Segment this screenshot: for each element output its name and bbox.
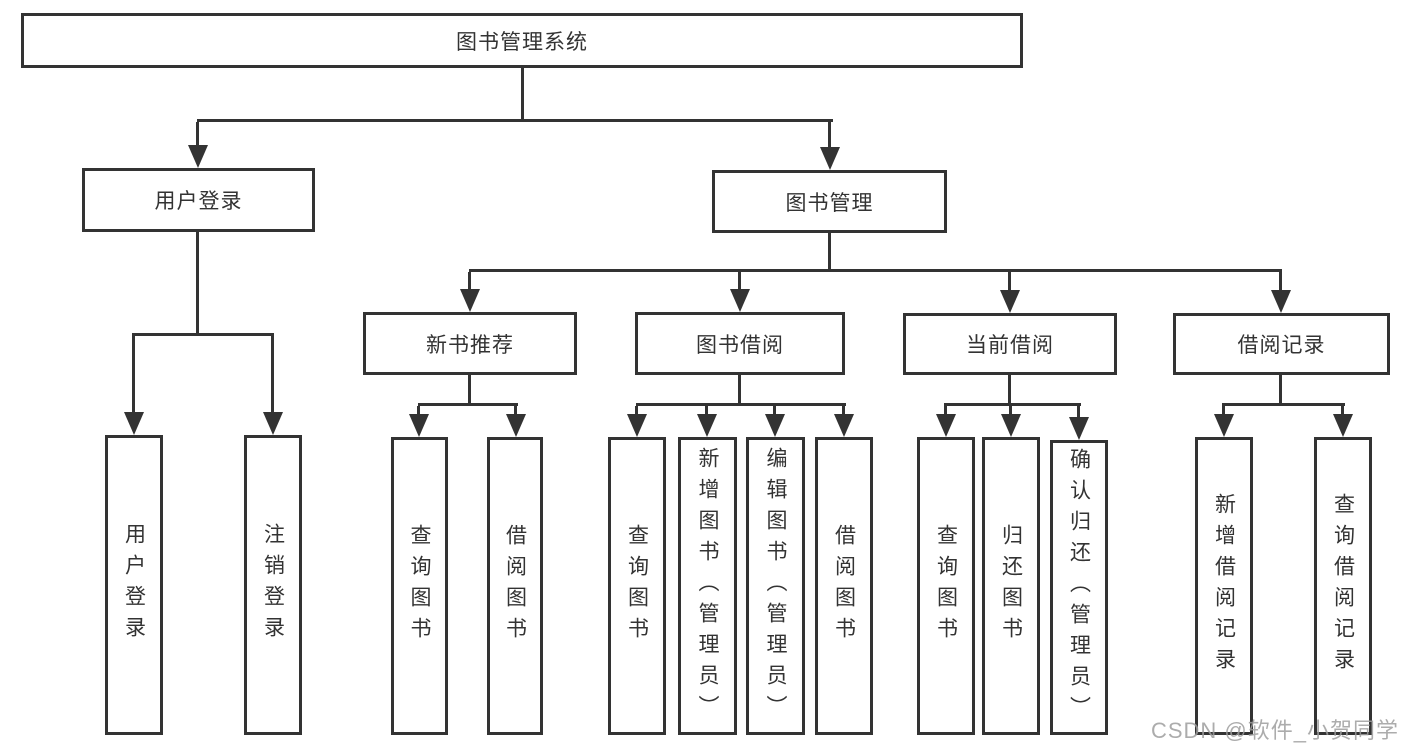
connector-line <box>418 403 518 406</box>
arrow-down-icon <box>627 414 647 437</box>
connector-line <box>944 403 1081 406</box>
node-borrow-records-label: 借阅记录 <box>1237 334 1326 357</box>
arrow-down-icon <box>1271 290 1291 313</box>
leaf-return-books-label: 归还图书 <box>999 524 1023 648</box>
connector-line <box>132 336 135 414</box>
leaf-query-books-recommend-label: 查询图书 <box>408 524 431 648</box>
connector-line <box>196 122 199 146</box>
leaf-confirm-return-admin: 确认归还（管理员） <box>1050 440 1108 735</box>
node-root-label: 图书管理系统 <box>456 30 588 54</box>
connector-line <box>1222 406 1225 416</box>
leaf-user-login-label: 用户登录 <box>122 523 146 647</box>
node-book-management-label: 图书管理 <box>785 191 874 215</box>
watermark: CSDN @软件_小贺同学 <box>1150 718 1399 743</box>
connector-line <box>1279 375 1282 406</box>
arrow-down-icon <box>1214 414 1234 437</box>
connector-line <box>738 272 741 290</box>
arrow-down-icon <box>124 412 144 435</box>
leaf-borrow-books-label: 借阅图书 <box>832 524 856 648</box>
arrow-down-icon <box>1000 290 1020 313</box>
arrow-down-icon <box>1069 417 1089 440</box>
connector-line <box>944 406 947 416</box>
leaf-borrow-books-recommend: 借阅图书 <box>487 437 543 735</box>
node-current-borrow-label: 当前借阅 <box>966 334 1054 357</box>
leaf-query-borrow-record-label: 查询借阅记录 <box>1331 493 1355 679</box>
node-new-book-recommend: 新书推荐 <box>363 312 577 375</box>
node-book-borrow: 图书借阅 <box>635 312 845 375</box>
leaf-return-books: 归还图书 <box>982 437 1040 735</box>
node-current-borrow: 当前借阅 <box>903 313 1117 375</box>
connector-line <box>1077 406 1080 419</box>
leaf-logout: 注销登录 <box>244 435 302 735</box>
connector-line <box>1341 406 1344 416</box>
connector-line <box>417 406 420 416</box>
connector-line <box>132 333 274 336</box>
connector-line <box>197 119 833 122</box>
leaf-edit-book-admin-label: 编辑图书（管理员） <box>764 446 787 726</box>
node-user-login-label: 用户登录 <box>154 190 243 213</box>
connector-line <box>1222 403 1345 406</box>
leaf-add-book-admin: 新增图书（管理员） <box>678 437 737 735</box>
connector-line <box>635 406 638 416</box>
connector-line <box>1009 406 1012 416</box>
leaf-borrow-books: 借阅图书 <box>815 437 873 735</box>
arrow-down-icon <box>1333 414 1353 437</box>
node-new-book-recommend-label: 新书推荐 <box>426 333 514 357</box>
connector-line <box>636 403 846 406</box>
arrow-down-icon <box>409 414 429 437</box>
leaf-edit-book-admin: 编辑图书（管理员） <box>746 437 805 735</box>
node-borrow-records: 借阅记录 <box>1173 313 1390 375</box>
connector-line <box>196 232 199 336</box>
connector-line <box>271 336 274 414</box>
leaf-query-books-recommend: 查询图书 <box>391 437 448 735</box>
leaf-borrow-books-recommend-label: 借阅图书 <box>503 524 527 648</box>
connector-line <box>828 233 831 272</box>
connector-line <box>1008 272 1011 291</box>
connector-line <box>773 406 776 416</box>
leaf-query-books-borrow: 查询图书 <box>608 437 666 735</box>
leaf-query-books-borrow-label: 查询图书 <box>625 524 649 648</box>
connector-line <box>521 68 524 122</box>
arrow-down-icon <box>697 414 717 437</box>
node-user-login: 用户登录 <box>82 168 315 232</box>
connector-line <box>468 272 471 290</box>
arrow-down-icon <box>765 414 785 437</box>
leaf-query-borrow-record: 查询借阅记录 <box>1314 437 1372 735</box>
leaf-add-borrow-record-label: 新增借阅记录 <box>1212 493 1236 679</box>
arrow-down-icon <box>820 147 840 170</box>
arrow-down-icon <box>730 289 750 312</box>
arrow-down-icon <box>263 412 283 435</box>
arrow-down-icon <box>834 414 854 437</box>
connector-line <box>469 269 1282 272</box>
leaf-logout-label: 注销登录 <box>261 523 285 647</box>
leaf-query-books-current: 查询图书 <box>917 437 975 735</box>
node-root: 图书管理系统 <box>21 13 1023 68</box>
leaf-add-book-admin-label: 新增图书（管理员） <box>696 446 719 726</box>
connector-line <box>468 375 471 406</box>
arrow-down-icon <box>188 145 208 168</box>
connector-line <box>705 406 708 416</box>
arrow-down-icon <box>1001 414 1021 437</box>
leaf-user-login: 用户登录 <box>105 435 163 735</box>
connector-line <box>1008 375 1011 406</box>
leaf-add-borrow-record: 新增借阅记录 <box>1195 437 1253 735</box>
connector-line <box>738 375 741 406</box>
leaf-confirm-return-admin-label: 确认归还（管理员） <box>1067 448 1091 727</box>
arrow-down-icon <box>936 414 956 437</box>
leaf-query-books-current-label: 查询图书 <box>934 524 958 648</box>
node-book-management: 图书管理 <box>712 170 947 233</box>
connector-line <box>842 406 845 416</box>
connector-line <box>1279 272 1282 291</box>
connector-line <box>828 122 831 148</box>
connector-line <box>514 406 517 416</box>
node-book-borrow-label: 图书借阅 <box>696 333 784 357</box>
arrow-down-icon <box>506 414 526 437</box>
arrow-down-icon <box>460 289 480 312</box>
